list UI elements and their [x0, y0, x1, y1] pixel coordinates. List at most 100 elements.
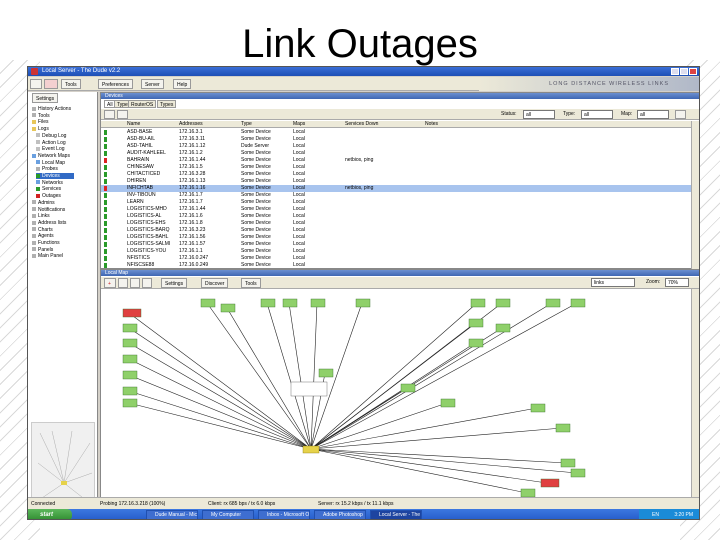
tree-item[interactable]: Network Maps: [32, 153, 70, 159]
taskbar-button[interactable]: Inbox - Microsoft Ou...: [258, 510, 310, 519]
tree-item[interactable]: Probes: [36, 166, 58, 172]
network-link[interactable]: [310, 448, 548, 484]
device-node-down[interactable]: [540, 478, 560, 488]
taskbar-button[interactable]: Local Server - The Du...: [370, 510, 422, 519]
add-icon[interactable]: +: [104, 278, 116, 288]
help-button[interactable]: Help: [173, 79, 192, 89]
device-node-up[interactable]: [520, 488, 536, 498]
device-node-up[interactable]: [555, 423, 571, 433]
maximize-icon[interactable]: [680, 68, 688, 75]
network-link[interactable]: [310, 322, 476, 450]
network-link[interactable]: [128, 342, 312, 450]
tree-item[interactable]: Files: [32, 119, 49, 125]
column-header[interactable]: Name: [127, 121, 141, 127]
remove-icon[interactable]: [118, 278, 128, 288]
column-header[interactable]: Type: [241, 121, 252, 127]
tree-item[interactable]: Event Log: [36, 146, 65, 152]
network-link[interactable]: [128, 374, 312, 450]
add-device-icon[interactable]: [104, 110, 115, 119]
tree-item[interactable]: Action Log: [36, 140, 66, 146]
tree-item[interactable]: History Actions: [32, 106, 71, 112]
network-link[interactable]: [310, 427, 563, 450]
device-node-up[interactable]: [468, 338, 484, 348]
device-node-up[interactable]: [440, 398, 456, 408]
device-node-up[interactable]: [200, 298, 216, 308]
device-node-up[interactable]: [282, 298, 298, 308]
column-header[interactable]: Services Down: [345, 121, 379, 127]
network-link[interactable]: [288, 302, 312, 450]
tree-item[interactable]: Main Panel: [32, 253, 63, 259]
network-link[interactable]: [128, 358, 312, 450]
network-link[interactable]: [310, 302, 578, 450]
device-node-up[interactable]: [220, 303, 236, 313]
network-link[interactable]: [310, 407, 538, 450]
network-link[interactable]: [310, 448, 578, 474]
network-link[interactable]: [310, 302, 553, 450]
network-link[interactable]: [310, 448, 568, 464]
devices-tab[interactable]: RouterOS: [128, 100, 157, 108]
server-button[interactable]: Server: [141, 79, 164, 89]
device-node-up[interactable]: [495, 323, 511, 333]
network-link[interactable]: [310, 302, 478, 450]
pointer-icon[interactable]: [142, 278, 152, 288]
network-link[interactable]: [310, 302, 318, 450]
filter-options-icon[interactable]: [675, 110, 686, 119]
tree-item[interactable]: Outages: [36, 193, 61, 199]
tree-item[interactable]: Networks: [36, 180, 63, 186]
device-node-up[interactable]: [495, 298, 511, 308]
status-filter-select[interactable]: all: [523, 110, 555, 119]
settings-button[interactable]: Settings: [32, 93, 59, 103]
tools-button[interactable]: Tools: [61, 79, 81, 89]
column-header[interactable]: Addresses: [179, 121, 203, 127]
tree-item[interactable]: Local Map: [36, 160, 65, 166]
back-icon[interactable]: [30, 79, 42, 89]
tree-item[interactable]: Admins: [32, 200, 55, 206]
device-node-up[interactable]: [122, 338, 138, 348]
network-link[interactable]: [128, 327, 312, 450]
map-preview[interactable]: [31, 422, 95, 508]
network-link[interactable]: [266, 302, 312, 450]
column-header[interactable]: Notes: [425, 121, 439, 127]
refresh-icon[interactable]: [130, 278, 140, 288]
device-node-up[interactable]: [355, 298, 371, 308]
tree-item[interactable]: Agents: [32, 233, 54, 239]
stop-icon[interactable]: [44, 79, 58, 89]
network-link[interactable]: [128, 390, 312, 450]
device-node-up[interactable]: [468, 318, 484, 328]
language-indicator[interactable]: EN: [652, 512, 659, 518]
map-scrollbar[interactable]: [691, 289, 699, 505]
tree-item[interactable]: Links: [32, 213, 50, 219]
device-node-up[interactable]: [122, 398, 138, 408]
tree-item[interactable]: Panels: [32, 247, 53, 253]
taskbar-button[interactable]: Dude Manual - Micr...: [146, 510, 198, 519]
network-link[interactable]: [128, 312, 312, 450]
device-node-up[interactable]: [570, 468, 586, 478]
network-link[interactable]: [226, 307, 312, 450]
link-view-select[interactable]: links: [591, 278, 635, 287]
network-link[interactable]: [310, 402, 448, 450]
network-link[interactable]: [310, 448, 528, 494]
minimize-icon[interactable]: [671, 68, 679, 75]
device-node-up[interactable]: [530, 403, 546, 413]
map-filter-select[interactable]: all: [637, 110, 669, 119]
devices-tab[interactable]: Types: [157, 100, 177, 108]
taskbar-button[interactable]: Adobe Photoshop: [314, 510, 366, 519]
start-button[interactable]: start: [28, 509, 72, 519]
discover-button[interactable]: Discover: [201, 278, 229, 288]
device-node-up[interactable]: [400, 383, 416, 393]
tree-item[interactable]: Debug Log: [36, 133, 66, 139]
